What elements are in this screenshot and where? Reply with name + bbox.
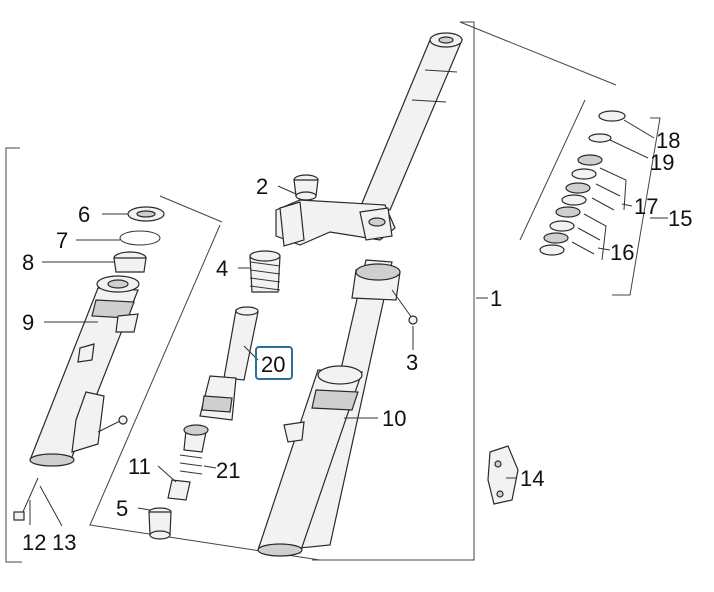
callout-19[interactable]: 19 <box>650 150 674 175</box>
callout-10[interactable]: 10 <box>382 406 406 431</box>
callout-18[interactable]: 18 <box>656 128 680 153</box>
callout-15[interactable]: 15 <box>668 206 692 231</box>
steering-stem[interactable] <box>359 32 463 211</box>
callout-labels: 1 2 3 4 5 6 7 8 9 10 11 12 13 14 15 16 1… <box>22 128 692 555</box>
callout-12[interactable]: 12 <box>22 530 46 555</box>
bushing-2[interactable] <box>293 174 319 201</box>
frame-left-top <box>159 195 223 223</box>
callout-3[interactable]: 3 <box>406 350 418 375</box>
callout-14[interactable]: 14 <box>520 466 544 491</box>
bolt-3[interactable] <box>391 289 418 325</box>
bushing-5[interactable] <box>148 507 172 540</box>
callout-16[interactable]: 16 <box>610 240 634 265</box>
left-fork-leg[interactable] <box>29 275 140 467</box>
bracket-14[interactable] <box>487 445 519 505</box>
callout-20[interactable]: 20 <box>261 352 285 377</box>
callout-7[interactable]: 7 <box>56 228 68 253</box>
group-bracket-9 <box>5 147 22 563</box>
callout-8[interactable]: 8 <box>22 250 34 275</box>
callout-6[interactable]: 6 <box>78 202 90 227</box>
callout-9[interactable]: 9 <box>22 310 34 335</box>
callout-5[interactable]: 5 <box>116 496 128 521</box>
damper-cartridge[interactable] <box>179 375 237 475</box>
right-fork-tube[interactable] <box>257 259 401 557</box>
bearing-set[interactable] <box>539 110 627 261</box>
bolt-small[interactable] <box>97 415 128 433</box>
leader-lines <box>29 119 668 527</box>
spacer-11[interactable] <box>167 479 191 501</box>
callout-21[interactable]: 21 <box>216 458 240 483</box>
group-bracket-1 <box>312 21 475 561</box>
highlight-box-20 <box>255 346 293 380</box>
ring-7[interactable] <box>119 230 161 246</box>
callout-1[interactable]: 1 <box>490 286 502 311</box>
frame-left-diagonal <box>89 224 321 561</box>
seal-6[interactable] <box>127 206 165 222</box>
callout-11[interactable]: 11 <box>128 454 151 479</box>
triple-clamp[interactable] <box>275 199 396 247</box>
callout-17[interactable]: 17 <box>634 194 658 219</box>
inner-tube-20[interactable] <box>223 306 259 381</box>
callout-4[interactable]: 4 <box>216 256 228 281</box>
frame-top-edge <box>459 21 617 86</box>
group-bracket-15-right <box>612 117 661 296</box>
callout-2[interactable]: 2 <box>256 174 268 199</box>
seal-8[interactable] <box>113 251 147 273</box>
callout-13[interactable]: 13 <box>52 530 76 555</box>
spring-4[interactable] <box>249 250 281 293</box>
bolt-12[interactable] <box>13 477 39 521</box>
group-bracket-15 <box>519 99 586 241</box>
